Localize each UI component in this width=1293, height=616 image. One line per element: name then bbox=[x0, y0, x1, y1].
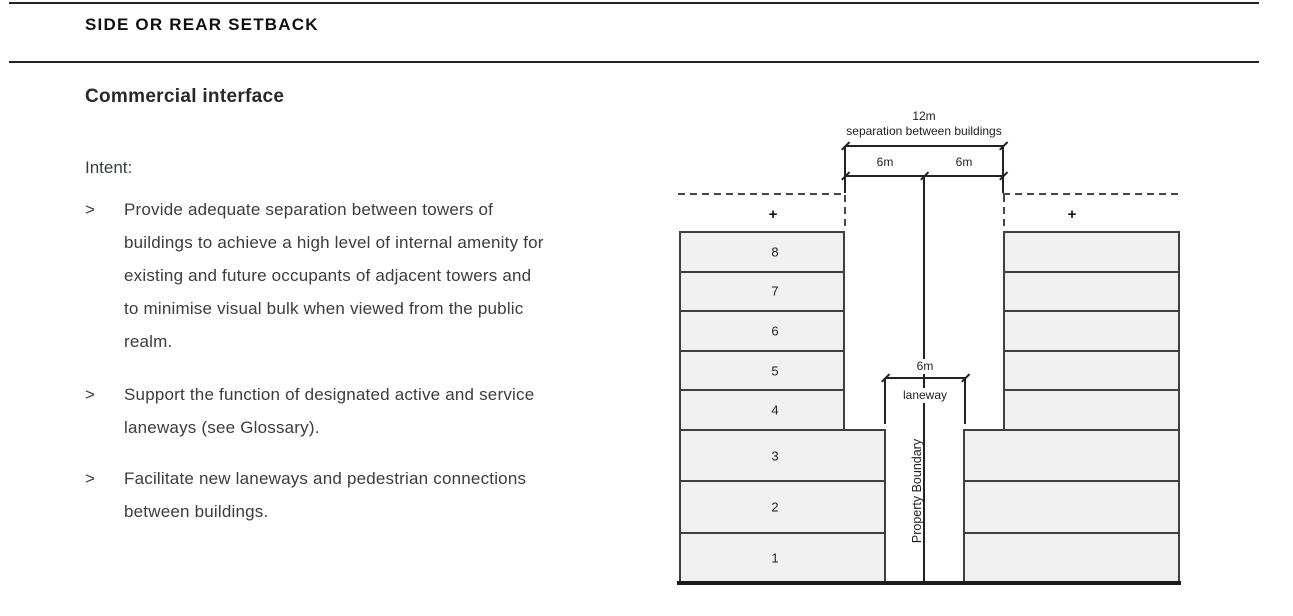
separation-text: separation between buildings bbox=[846, 124, 1002, 138]
floor-row bbox=[965, 531, 1178, 583]
left-podium: 3 2 1 bbox=[679, 429, 886, 583]
floor-row: 1 bbox=[681, 531, 884, 583]
extension-line bbox=[844, 146, 846, 193]
floor-row bbox=[1005, 349, 1178, 390]
floor-row bbox=[965, 431, 1178, 481]
laneway-width-label: 6m bbox=[916, 359, 934, 374]
floor-number: 3 bbox=[771, 448, 779, 464]
bullet-line: buildings to achieve a high level of int… bbox=[124, 233, 544, 252]
left-roof-plus: + bbox=[768, 206, 778, 223]
dimension-line-laneway bbox=[885, 377, 965, 379]
right-roof-plus: + bbox=[1067, 206, 1077, 223]
floor-number: 5 bbox=[771, 363, 779, 379]
left-tower: 8 7 6 5 4 bbox=[679, 231, 845, 429]
bullet-line: realm. bbox=[124, 332, 173, 351]
intent-bullet-1: > Provide adequate separation between to… bbox=[85, 193, 544, 358]
bullet-marker: > bbox=[85, 469, 96, 488]
bullet-line: to minimise visual bulk when viewed from… bbox=[124, 299, 524, 318]
setback-right-label: 6m bbox=[955, 155, 973, 170]
floor-row: 5 bbox=[681, 349, 843, 390]
left-roof-dashed-edge bbox=[843, 195, 846, 231]
extension-line bbox=[884, 378, 886, 424]
bullet-line: laneways (see Glossary). bbox=[124, 418, 320, 437]
separation-dimension-label: 12m separation between buildings bbox=[846, 109, 1002, 139]
floor-row bbox=[1005, 389, 1178, 429]
floor-row bbox=[965, 480, 1178, 532]
intent-bullet-2: > Support the function of designated act… bbox=[85, 378, 534, 444]
floor-row bbox=[1005, 233, 1178, 271]
intent-bullet-3: > Facilitate new laneways and pedestrian… bbox=[85, 462, 526, 528]
ground-line bbox=[677, 581, 1181, 585]
floor-row: 6 bbox=[681, 310, 843, 350]
setback-left-label: 6m bbox=[876, 155, 894, 170]
page-title: SIDE OR REAR SETBACK bbox=[85, 15, 319, 34]
floor-number: 2 bbox=[771, 499, 779, 515]
extension-line bbox=[964, 378, 966, 424]
floor-number: 8 bbox=[771, 244, 779, 260]
floor-row: 8 bbox=[681, 233, 843, 271]
floor-row: 3 bbox=[681, 431, 884, 481]
floor-row bbox=[1005, 270, 1178, 311]
top-rule bbox=[9, 2, 1259, 4]
floor-number: 1 bbox=[771, 550, 779, 566]
dimension-line-12m bbox=[845, 145, 1003, 147]
right-roof-dashed-line bbox=[1003, 193, 1181, 195]
bullet-marker: > bbox=[85, 200, 96, 219]
section-heading: Commercial interface bbox=[85, 86, 285, 107]
bullet-marker: > bbox=[85, 385, 96, 404]
floor-row: 2 bbox=[681, 480, 884, 532]
property-boundary-label: Property Boundary bbox=[910, 438, 924, 544]
floor-row: 7 bbox=[681, 270, 843, 311]
floor-row bbox=[1005, 310, 1178, 350]
bullet-line: between buildings. bbox=[124, 502, 269, 521]
floor-number: 4 bbox=[771, 402, 779, 418]
right-tower bbox=[1003, 231, 1180, 429]
property-boundary-line bbox=[923, 176, 925, 583]
bullet-line: Provide adequate separation between towe… bbox=[124, 200, 494, 219]
floor-row: 4 bbox=[681, 389, 843, 429]
separation-value: 12m bbox=[912, 109, 936, 123]
right-roof-dashed-edge bbox=[1003, 195, 1005, 231]
laneway-label: laneway bbox=[902, 388, 948, 403]
floor-number: 6 bbox=[771, 323, 779, 339]
right-podium bbox=[963, 429, 1180, 583]
extension-line bbox=[1002, 146, 1004, 193]
floor-number: 7 bbox=[771, 283, 779, 299]
bullet-line: existing and future occupants of adjacen… bbox=[124, 266, 532, 285]
intent-label: Intent: bbox=[85, 158, 133, 177]
header-rule bbox=[9, 61, 1259, 63]
left-roof-dashed-line bbox=[678, 193, 845, 195]
bullet-line: Facilitate new laneways and pedestrian c… bbox=[124, 469, 527, 488]
bullet-line: Support the function of designated activ… bbox=[124, 385, 535, 404]
